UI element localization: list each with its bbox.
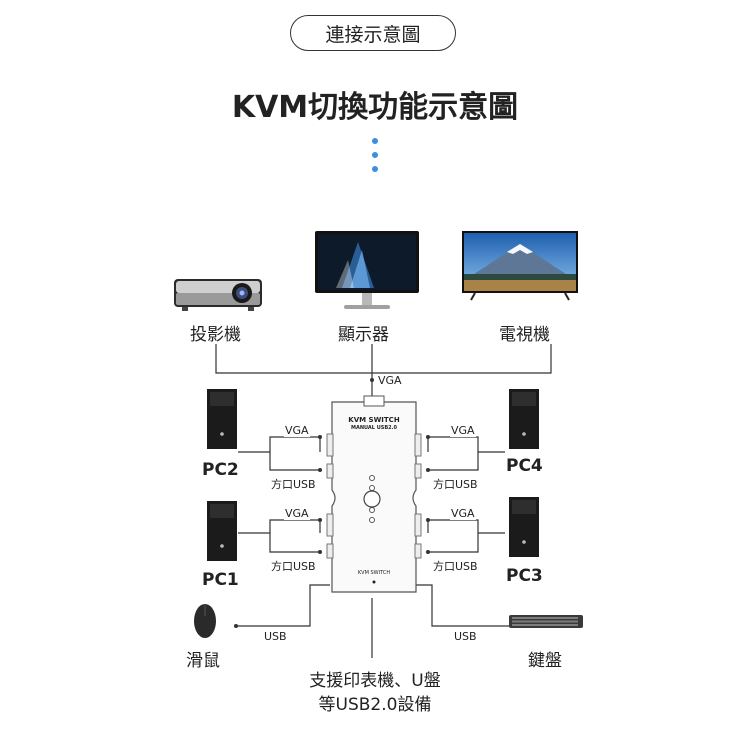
section-pill: 連接示意圖 (290, 15, 456, 51)
pc1-usb-label: 方口USB (270, 558, 317, 574)
keyboard-usb-label: USB (454, 630, 477, 643)
pc2-usb-label: 方口USB (270, 476, 317, 492)
kvm-bottom-label: KVM SWITCH (357, 570, 391, 576)
dot-3 (372, 166, 378, 172)
monitor-icon (315, 231, 419, 309)
tv-icon (462, 231, 578, 301)
mouse-usb-label: USB (264, 630, 287, 643)
mouse-icon (194, 604, 216, 638)
pc4-label: PC4 (506, 456, 543, 476)
pc3-tower-icon (509, 497, 539, 557)
kvm-switch-icon (326, 395, 422, 593)
keyboard-icon (509, 615, 583, 628)
pc3-vga-label: VGA (450, 507, 476, 520)
pc2-label: PC2 (202, 460, 239, 480)
keyboard-label: 鍵盤 (528, 651, 562, 671)
projector-icon (174, 279, 262, 311)
dot-1 (372, 138, 378, 144)
pc2-tower-icon (207, 389, 237, 449)
kvm-model-text: KVM SWITCH (348, 416, 400, 424)
pill-text: 連接示意圖 (325, 23, 421, 46)
pc4-vga-label: VGA (450, 424, 476, 437)
pc3-usb-label: 方口USB (432, 558, 479, 574)
dot-2 (372, 152, 378, 158)
pc1-label: PC1 (202, 570, 239, 590)
pc1-vga-label: VGA (284, 507, 310, 520)
pc4-usb-label: 方口USB (432, 476, 479, 492)
pc4-tower-icon (509, 389, 539, 449)
kvm-sub-text: MANUAL USB2.0 (350, 425, 398, 431)
pc1-tower-icon (207, 501, 237, 561)
projector-label: 投影機 (190, 325, 241, 345)
tv-label: 電視機 (499, 325, 550, 345)
pc2-vga-label: VGA (284, 424, 310, 437)
footer-line-1: 支援印表機、U盤 (309, 671, 441, 691)
monitor-label: 顯示器 (338, 325, 389, 345)
mouse-label: 滑鼠 (186, 651, 220, 671)
footer-line-2: 等USB2.0設備 (318, 695, 432, 715)
pc3-label: PC3 (506, 566, 543, 586)
page-title: KVM切換功能示意圖 (231, 90, 519, 125)
kvm-model-label: KVM SWITCH MANUAL USB2.0 (338, 416, 410, 432)
vga-top-label: VGA (378, 374, 402, 387)
